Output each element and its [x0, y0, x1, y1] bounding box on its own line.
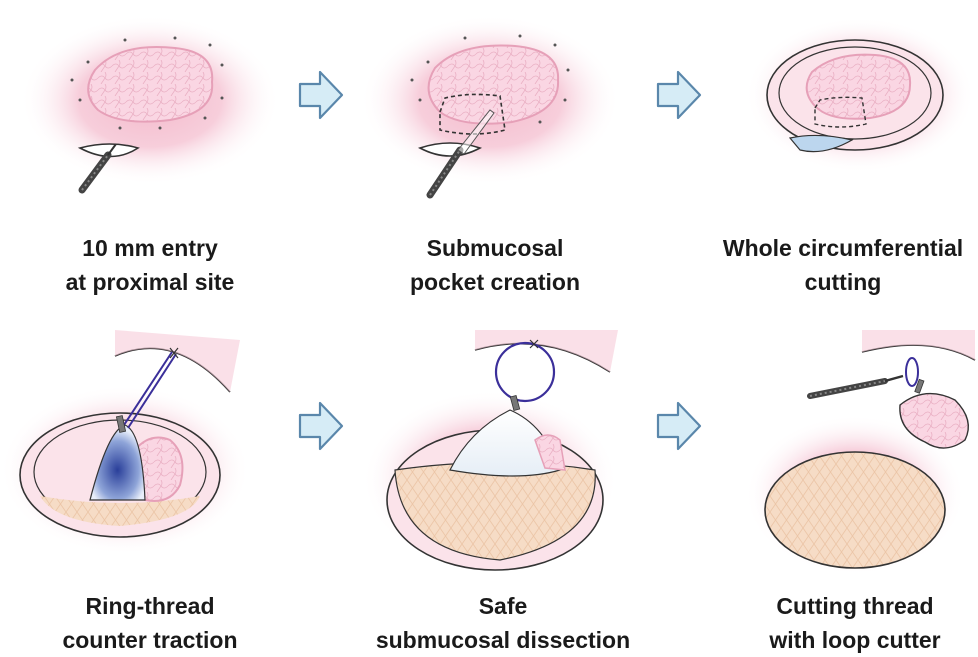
step-caption-3: Whole circumferential cutting — [708, 231, 978, 299]
ring-thread — [906, 358, 918, 386]
arrow-right-icon — [300, 72, 342, 118]
caption-line: Ring-thread — [20, 589, 280, 623]
step-caption-5: Safe submucosal dissection — [358, 589, 648, 657]
step-caption-2: Submucosal pocket creation — [365, 231, 625, 299]
panel-cutting — [745, 330, 975, 575]
caption-line: pocket creation — [365, 265, 625, 299]
arrow-right-icon — [300, 403, 342, 449]
panel-ring-thread — [0, 330, 250, 555]
caption-line: Cutting thread — [735, 589, 975, 623]
step-caption-1: 10 mm entry at proximal site — [20, 231, 280, 299]
caption-line: with loop cutter — [735, 623, 975, 657]
caption-line: counter traction — [20, 623, 280, 657]
step-caption-6: Cutting thread with loop cutter — [735, 589, 975, 657]
caption-line: Safe — [358, 589, 648, 623]
panel-dissection — [362, 330, 618, 570]
lesion — [807, 55, 910, 119]
resection-bed — [765, 452, 945, 568]
loop-cutter-icon — [810, 376, 903, 396]
arrow-right-icon — [658, 403, 700, 449]
caption-line: at proximal site — [20, 265, 280, 299]
arrow-right-icon — [658, 72, 700, 118]
caption-line: 10 mm entry — [20, 231, 280, 265]
panel-entry — [20, 15, 280, 190]
caption-line: cutting — [708, 265, 978, 299]
caption-line: submucosal dissection — [358, 623, 648, 657]
caption-line: Submucosal — [365, 231, 625, 265]
panel-circumferential — [745, 17, 975, 173]
opposite-wall-fill — [862, 330, 975, 360]
caption-line: Whole circumferential — [708, 231, 978, 265]
opposite-wall-fill — [115, 330, 240, 392]
step-caption-4: Ring-thread counter traction — [20, 589, 280, 657]
ring-thread — [496, 343, 554, 401]
panel-pocket — [360, 15, 620, 195]
